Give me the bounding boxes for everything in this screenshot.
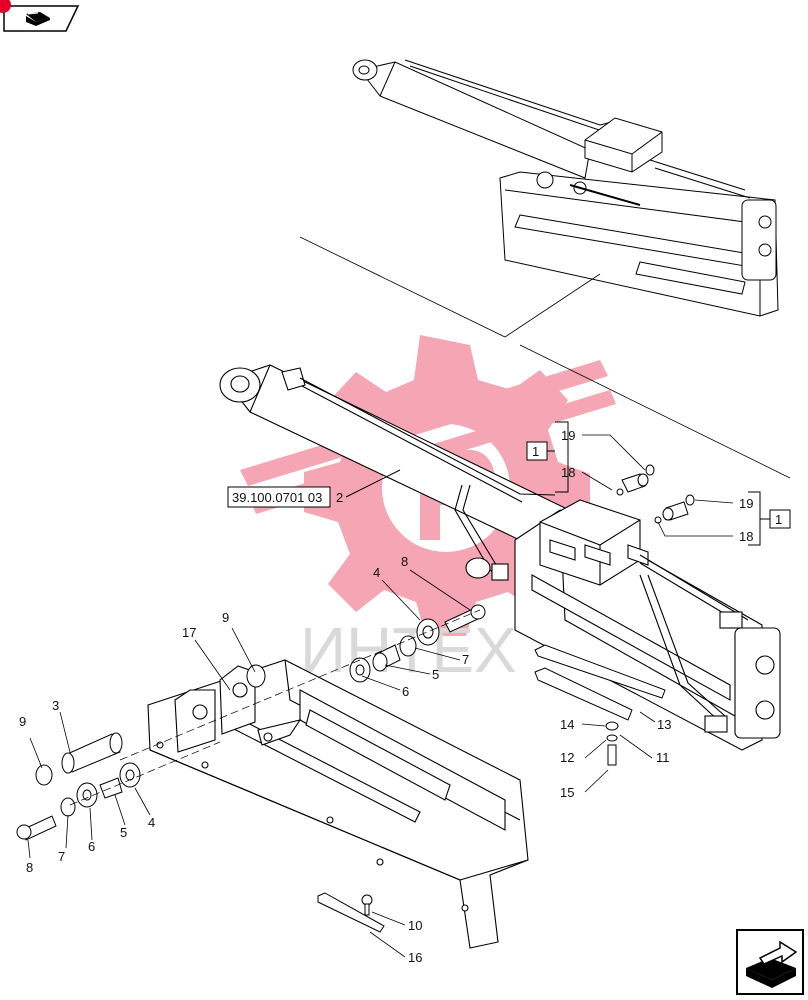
main-frame bbox=[147, 659, 529, 949]
callout-19-lower[interactable]: 19 bbox=[739, 496, 753, 511]
reference-leader bbox=[345, 469, 401, 498]
callout-19-upper[interactable]: 19 bbox=[561, 428, 575, 443]
fitting-right bbox=[654, 494, 695, 524]
callout-13[interactable]: 13 bbox=[657, 717, 671, 732]
callout-4-left[interactable]: 4 bbox=[148, 815, 155, 830]
reference-part: 2 bbox=[336, 490, 343, 505]
callout-18-upper[interactable]: 18 bbox=[561, 465, 575, 480]
callout-4-right[interactable]: 4 bbox=[373, 565, 380, 580]
callout-9-right[interactable]: 9 bbox=[222, 610, 229, 625]
fitting-left bbox=[616, 464, 655, 496]
callout-6-right[interactable]: 6 bbox=[402, 684, 409, 699]
callout-14[interactable]: 14 bbox=[560, 717, 574, 732]
callout-15[interactable]: 15 bbox=[560, 785, 574, 800]
callout-8-left[interactable]: 8 bbox=[26, 860, 33, 875]
callout-labels: 19 18 19 18 8 4 7 5 6 9 17 3 9 8 7 6 5 4… bbox=[19, 428, 753, 965]
callout-7-left[interactable]: 7 bbox=[58, 849, 65, 864]
next-page-arrow-icon bbox=[746, 940, 798, 988]
overview-cylinder-assembly bbox=[352, 59, 779, 317]
callout-leaders bbox=[27, 434, 734, 958]
pin-set-left bbox=[16, 664, 266, 841]
callout-6-left[interactable]: 6 bbox=[88, 839, 95, 854]
callout-5-right[interactable]: 5 bbox=[432, 667, 439, 682]
group-box-1-left: 1 bbox=[532, 444, 539, 459]
group-box-1-right: 1 bbox=[775, 512, 782, 527]
leader-lines bbox=[299, 236, 791, 479]
callout-10[interactable]: 10 bbox=[408, 918, 422, 933]
callout-9-left[interactable]: 9 bbox=[19, 714, 26, 729]
reference-box[interactable] bbox=[227, 486, 331, 508]
callout-17[interactable]: 17 bbox=[182, 625, 196, 640]
reference-code[interactable]: 39.100.0701 03 bbox=[232, 490, 322, 505]
assembly-axis-lines bbox=[69, 609, 481, 806]
book-icon bbox=[26, 12, 50, 26]
callout-8-right[interactable]: 8 bbox=[401, 554, 408, 569]
group-bracket-left bbox=[526, 421, 569, 493]
catalog-button[interactable] bbox=[3, 5, 80, 32]
wear-plates bbox=[317, 644, 666, 933]
callout-11[interactable]: 11 bbox=[656, 750, 670, 765]
callout-12[interactable]: 12 bbox=[560, 750, 574, 765]
callout-16[interactable]: 16 bbox=[408, 950, 422, 965]
next-page-button[interactable] bbox=[736, 929, 804, 995]
callout-3[interactable]: 3 bbox=[52, 698, 59, 713]
main-hydraulic-cylinder bbox=[219, 364, 781, 751]
status-dot bbox=[0, 0, 11, 13]
callout-5-left[interactable]: 5 bbox=[120, 825, 127, 840]
callout-7-right[interactable]: 7 bbox=[462, 652, 469, 667]
group-bracket-right bbox=[748, 491, 791, 546]
callout-18-lower[interactable]: 18 bbox=[739, 529, 753, 544]
